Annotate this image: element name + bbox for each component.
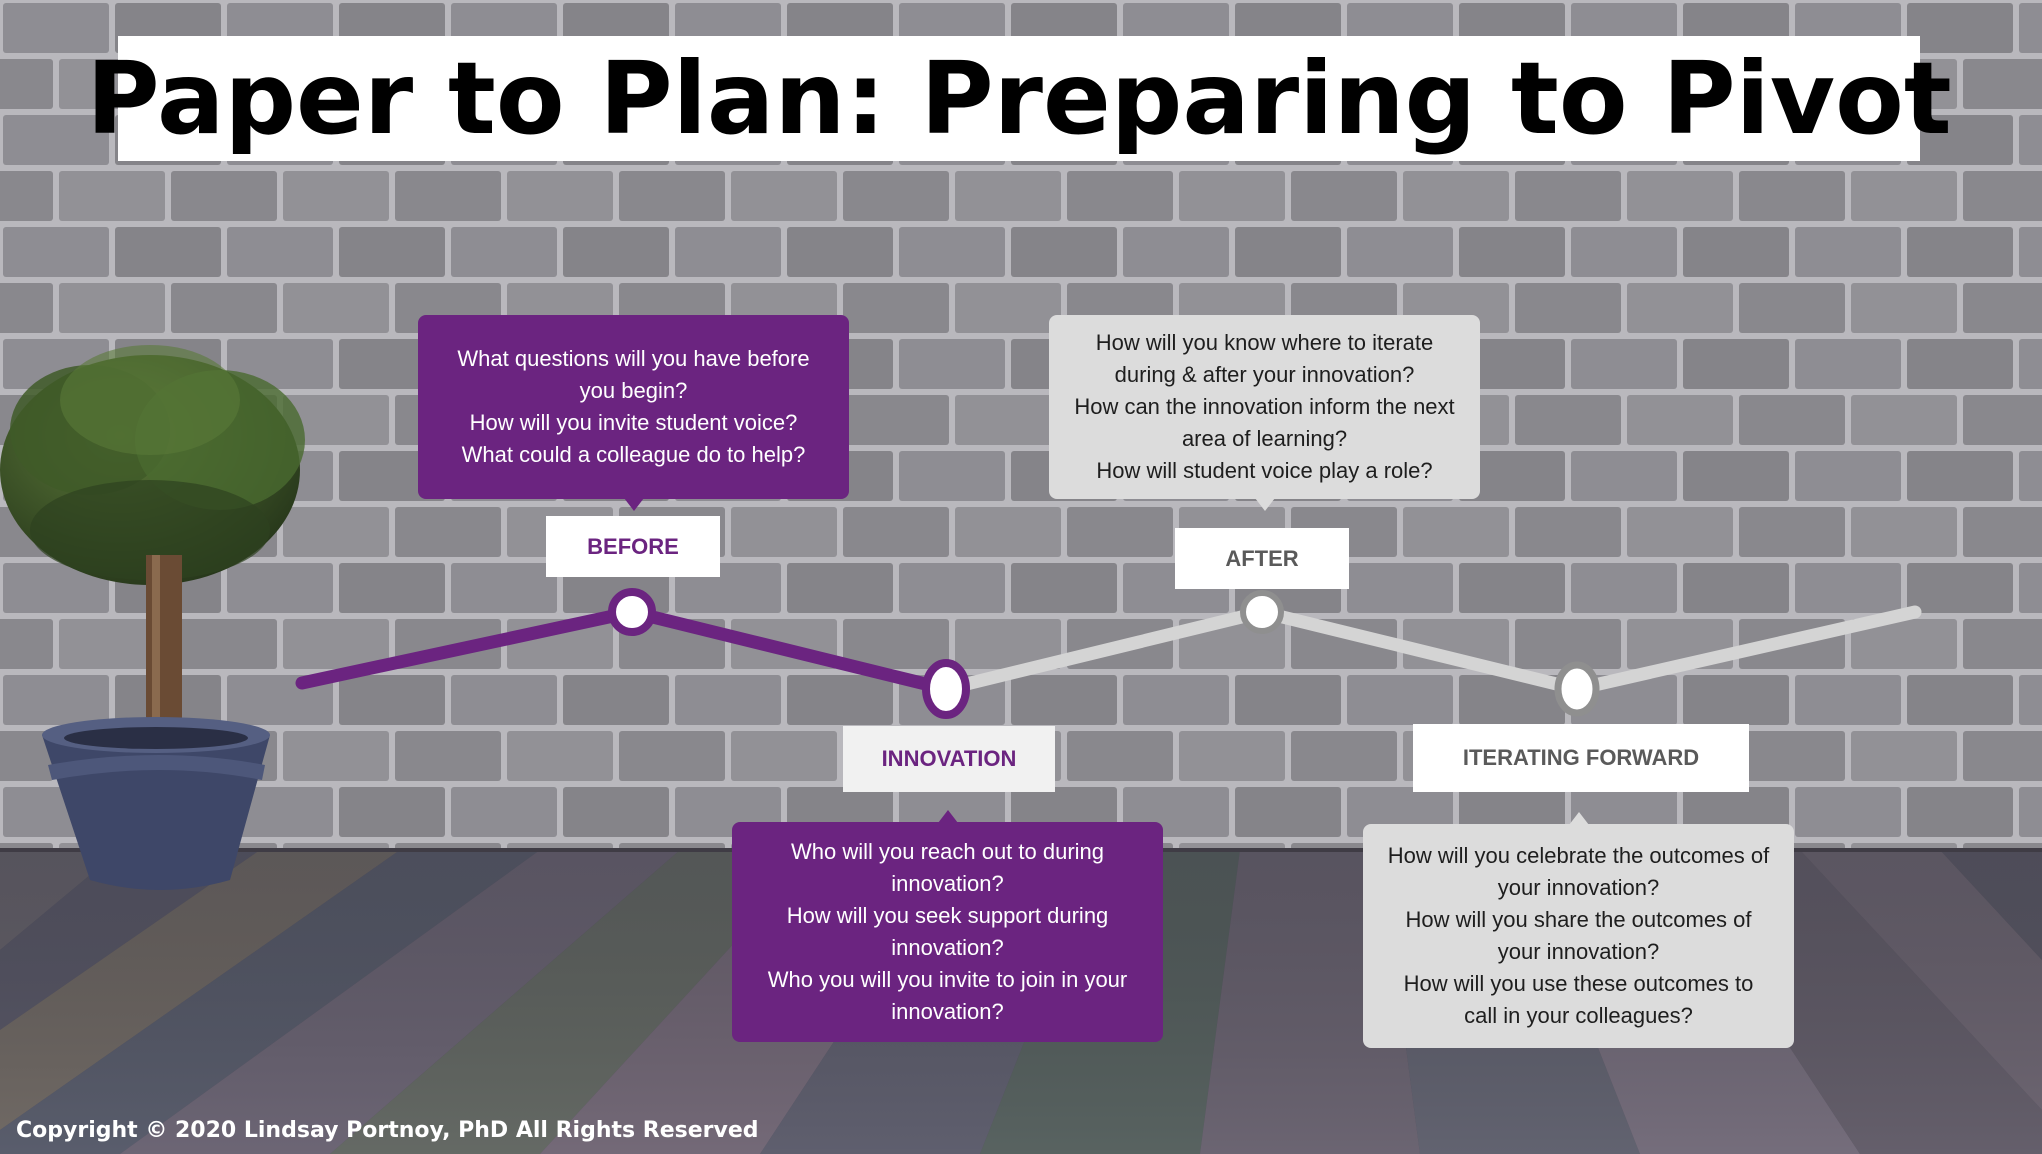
node-innovation <box>922 659 970 719</box>
node-before <box>608 588 656 636</box>
stage-label-iterating-forward: ITERATING FORWARD <box>1413 724 1749 792</box>
before-questions-bubble: What questions will you have before you … <box>418 315 849 499</box>
innovation-question: Who will you reach out to during innovat… <box>790 839 1105 896</box>
innovation-question: How will you seek support during innovat… <box>786 903 1109 960</box>
stage-label-before: BEFORE <box>546 516 720 577</box>
iterating-forward-question: How will you share the outcomes of your … <box>1405 907 1752 964</box>
after-question: How will you know where to iterate durin… <box>1095 330 1434 387</box>
copyright-notice: Copyright © 2020 Lindsay Portnoy, PhD Al… <box>16 1118 759 1143</box>
innovation-question: Who you will you invite to join in your … <box>767 967 1128 1024</box>
node-iterating-forward <box>1554 661 1600 717</box>
title-banner: Paper to Plan: Preparing to Pivot <box>86 36 1952 161</box>
after-question: How will student voice play a role? <box>1096 458 1433 483</box>
innovation-questions-bubble: Who will you reach out to during innovat… <box>732 822 1163 1042</box>
potted-plant-icon <box>0 345 305 890</box>
timeline-nodes <box>608 588 1600 719</box>
node-after <box>1240 590 1284 634</box>
after-question: How can the innovation inform the next a… <box>1074 394 1455 451</box>
page-title: Paper to Plan: Preparing to Pivot <box>86 39 1952 157</box>
stage-label-after: AFTER <box>1175 528 1349 589</box>
after-questions-bubble: How will you know where to iterate durin… <box>1049 315 1480 499</box>
stage-label-innovation: INNOVATION <box>843 726 1055 792</box>
before-question: What questions will you have before you … <box>457 346 810 403</box>
iterating-forward-question: How will you celebrate the outcomes of y… <box>1387 843 1770 900</box>
iterating-forward-questions-bubble: How will you celebrate the outcomes of y… <box>1363 824 1794 1048</box>
iterating-forward-question: How will you use these outcomes to call … <box>1403 971 1754 1028</box>
before-question: What could a colleague do to help? <box>461 442 806 467</box>
before-question: How will you invite student voice? <box>469 410 798 435</box>
